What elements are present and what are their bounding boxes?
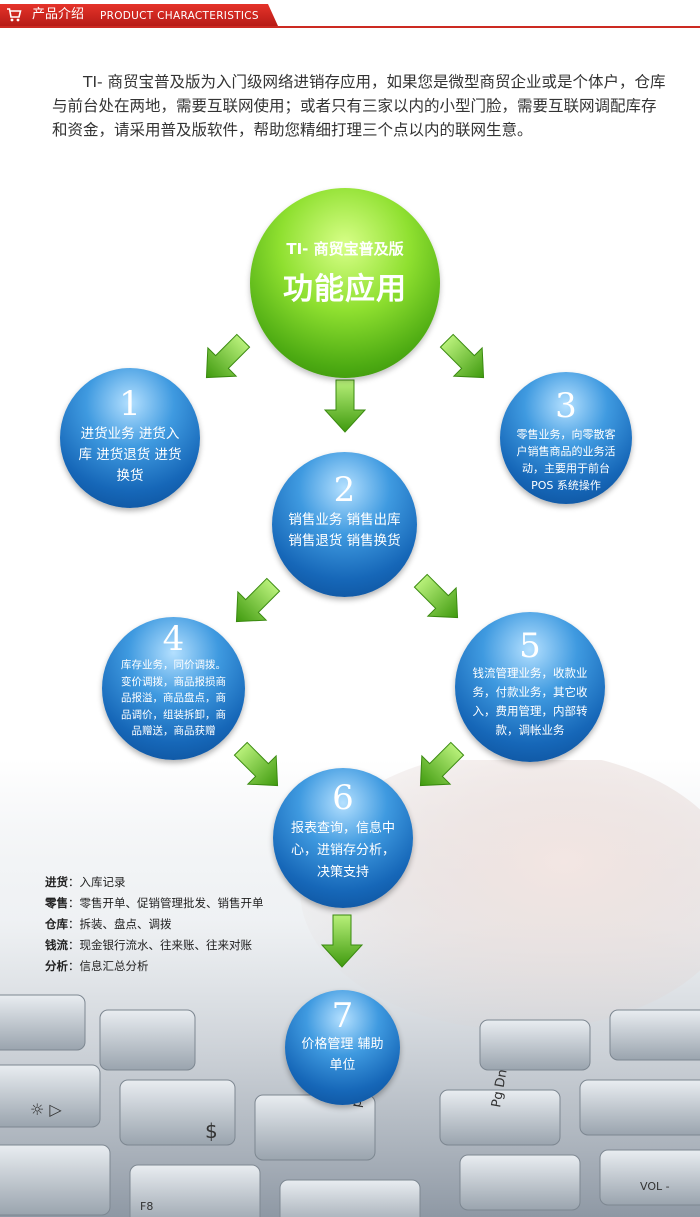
feature-node-1: 1 进货业务 进货入库 进货退货 进货换货: [60, 368, 200, 508]
node-number: 4: [162, 619, 185, 659]
legend-value: 信息汇总分析: [79, 959, 149, 973]
center-feature-circle: TI- 商贸宝普及版 功能应用: [250, 188, 440, 378]
center-subtitle: TI- 商贸宝普及版: [286, 240, 404, 258]
dollar-key-icon: $: [205, 1119, 218, 1143]
arrow-to-node3-icon: [432, 326, 499, 393]
center-title: 功能应用: [283, 272, 407, 307]
legend-value: 零售开单、促销管理批发、销售开单: [79, 896, 264, 910]
node-text: 库存业务，同价调拨。变价调拨，商品报损商品报溢，商品盘点，商品调价，组装拆卸，商…: [120, 659, 226, 737]
header-title-en: PRODUCT CHARACTERISTICS: [100, 10, 259, 22]
node-text: 进货业务 进货入库 进货退货 进货换货: [78, 426, 182, 484]
key-label-pg-dn: Pg Dn: [489, 1068, 510, 1109]
section-header: 产品介绍 PRODUCT CHARACTERISTICS: [0, 0, 700, 30]
key-label-vol: VOL -: [640, 1180, 670, 1193]
legend-key: 零售: [45, 896, 68, 910]
header-banner: [0, 4, 278, 26]
legend-key: 进货: [45, 875, 68, 889]
node-text: 零售业务，向零散客户销售商品的业务活动，主要用于前台POS 系统操作: [516, 428, 616, 492]
key-label-f8: F8: [140, 1200, 153, 1213]
header-divider: [0, 26, 700, 28]
legend-key: 仓库: [45, 917, 68, 931]
node-text: 销售业务 销售出库 销售退货 销售换货: [288, 512, 401, 549]
legend-item: 仓库：拆装、盘点、调拨: [45, 917, 172, 931]
node-number: 1: [119, 384, 141, 424]
node-number: 6: [332, 778, 354, 818]
node-number: 7: [331, 996, 354, 1036]
node-text: 报表查询，信息中心，进销存分析，决策支持: [290, 821, 395, 880]
arrow-to-node1-icon: [191, 326, 258, 393]
feature-node-4: 4 库存业务，同价调拨。变价调拨，商品报损商品报溢，商品盘点，商品调价，组装拆卸…: [102, 617, 245, 760]
node-number: 3: [555, 386, 577, 426]
shopping-cart-icon: [7, 8, 22, 22]
feature-node-6: 6 报表查询，信息中心，进销存分析，决策支持: [273, 768, 413, 908]
arrow-down-center-icon: [324, 379, 366, 433]
feature-node-7: 7 价格管理 辅助单位: [285, 990, 400, 1105]
legend-item: 钱流：现金银行流水、往来账、往来对账: [45, 938, 253, 952]
node-number: 5: [519, 626, 541, 666]
legend-key: 钱流: [45, 938, 68, 952]
feature-node-3: 3 零售业务，向零散客户销售商品的业务活动，主要用于前台POS 系统操作: [500, 372, 632, 504]
legend-list: 进货：入库记录 零售：零售开单、促销管理批发、销售开单 仓库：拆装、盘点、调拨 …: [45, 872, 264, 977]
legend-item: 分析：信息汇总分析: [45, 959, 149, 973]
legend-value: 入库记录: [79, 875, 126, 889]
node-number: 2: [333, 470, 356, 510]
node-text: 钱流管理业务，收款业务，付款业务，其它收入，费用管理，内部转款，调帐业务: [472, 666, 588, 737]
intro-paragraph: TI- 商贸宝普及版为入门级网络进销存应用，如果您是微型商贸企业或是个体户，仓库…: [52, 73, 666, 139]
arrow-to-node5-icon: [406, 566, 473, 633]
legend-value: 现金银行流水、往来账、往来对账: [79, 938, 253, 952]
header-title-zh: 产品介绍: [32, 7, 85, 22]
feature-node-5: 5 钱流管理业务，收款业务，付款业务，其它收入，费用管理，内部转款，调帐业务: [455, 612, 605, 762]
legend-item: 进货：入库记录: [45, 875, 126, 889]
feature-node-2: 2 销售业务 销售出库 销售退货 销售换货: [272, 452, 417, 597]
legend-key: 分析: [45, 959, 68, 973]
brightness-key-icon: ☼ ▷: [30, 1100, 62, 1119]
legend-item: 零售：零售开单、促销管理批发、销售开单: [45, 896, 264, 910]
node-text: 价格管理 辅助单位: [301, 1037, 384, 1073]
legend-value: 拆装、盘点、调拨: [79, 917, 172, 931]
